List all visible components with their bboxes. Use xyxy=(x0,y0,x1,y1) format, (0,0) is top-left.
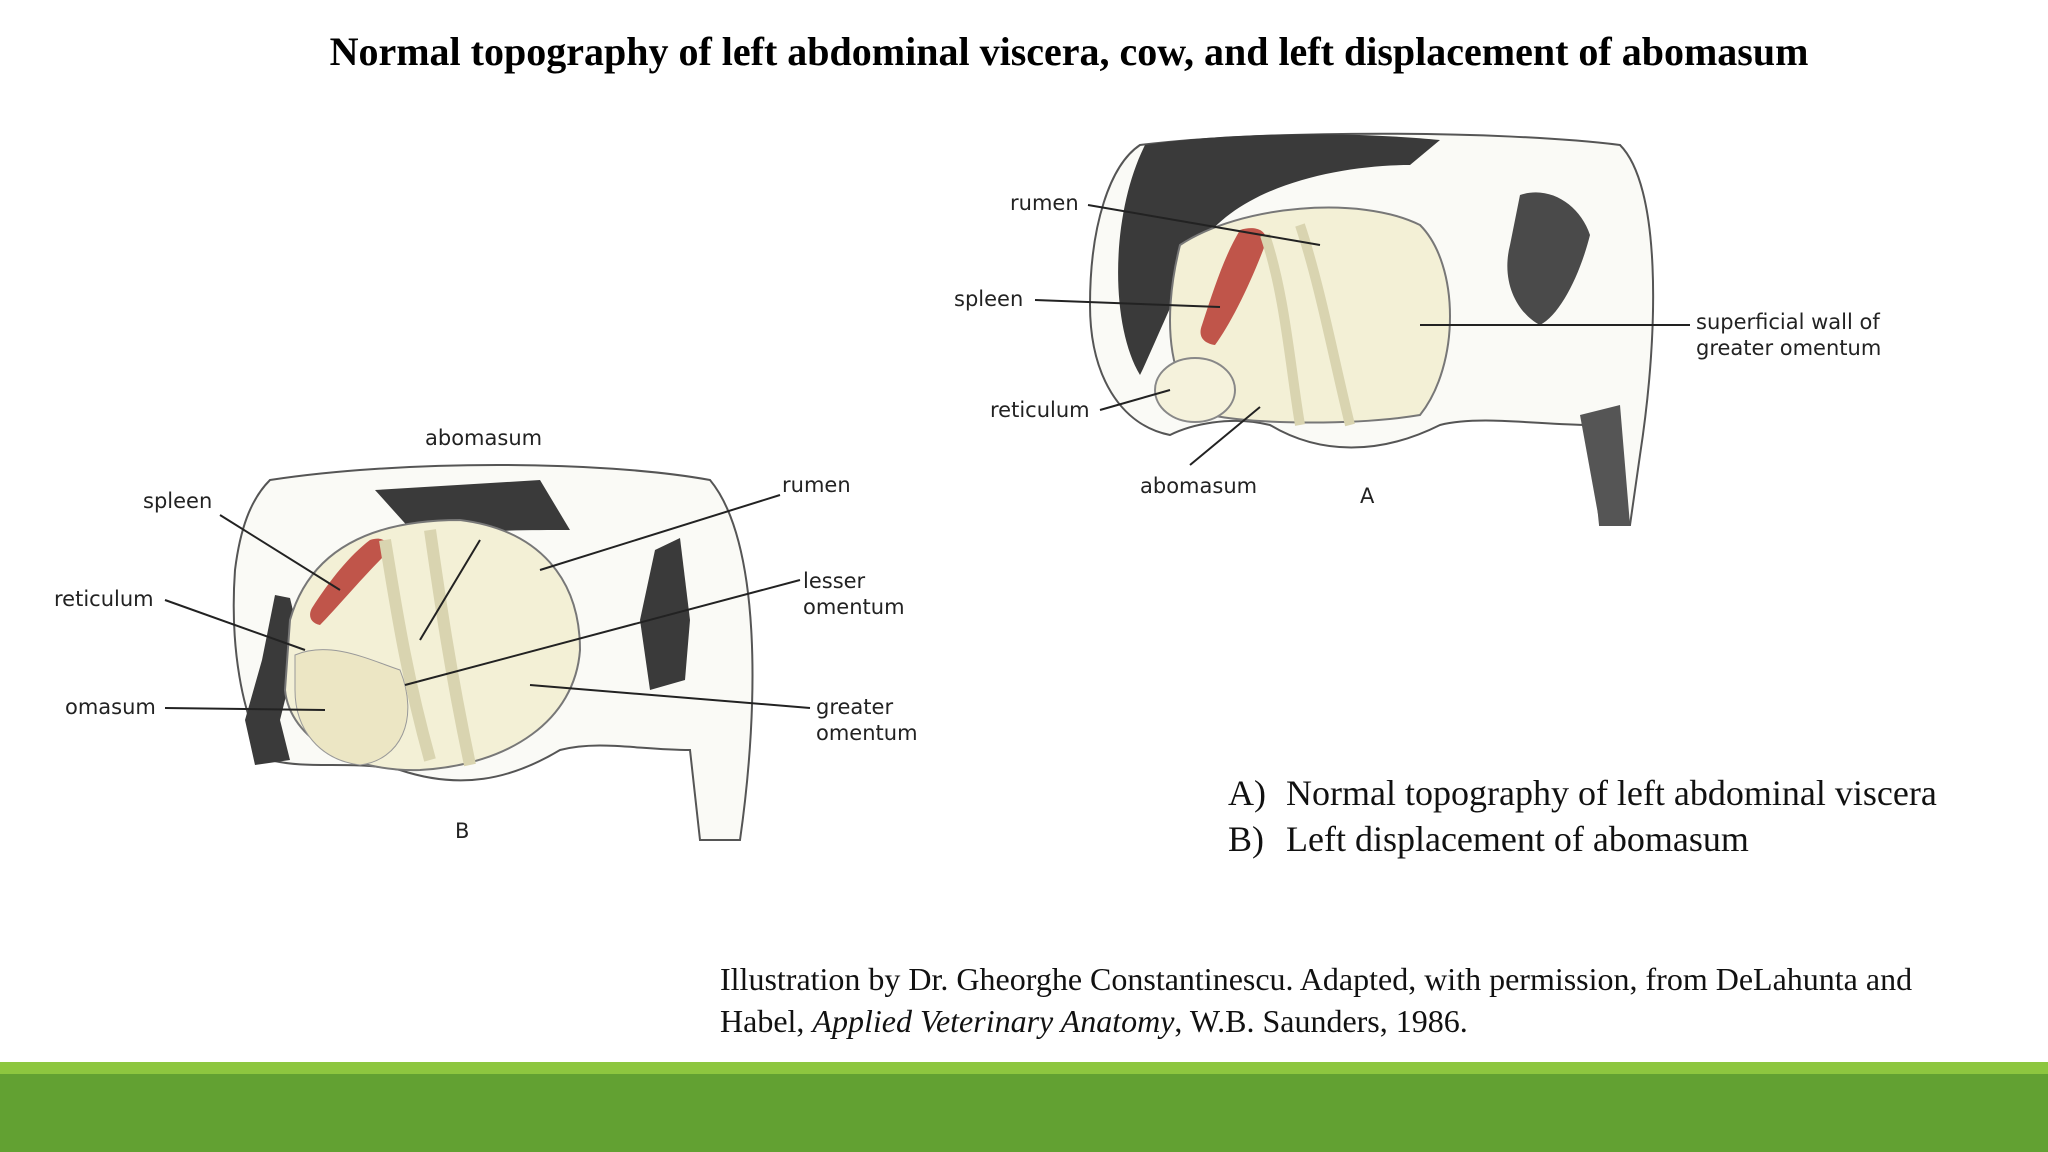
leader-line-abomasum xyxy=(1189,406,1261,466)
figure-a-illustration: rumen spleen reticulum abomasum superfic… xyxy=(954,132,1881,526)
label-greater-omentum-line2: omentum xyxy=(816,721,918,745)
leader-line-lesser-omentum xyxy=(404,579,801,686)
illustration-credit: Illustration by Dr. Gheorghe Constantine… xyxy=(720,958,2020,1042)
label-superficial-wall-line1: superficial wall of xyxy=(1696,310,1880,334)
omental-band xyxy=(379,539,436,762)
legend-text: Normal topography of left abdominal visc… xyxy=(1286,773,1937,813)
dark-hide-left xyxy=(245,595,300,765)
dark-hide-right xyxy=(640,538,690,690)
legend-key: B) xyxy=(1228,819,1264,859)
credit-prefix: Habel, xyxy=(720,1003,813,1039)
credit-line-1: Illustration by Dr. Gheorghe Constantine… xyxy=(720,961,1913,997)
label-rumen: rumen xyxy=(782,473,851,497)
label-greater-omentum-line1: greater xyxy=(816,695,893,719)
label-reticulum: reticulum xyxy=(990,398,1090,422)
leader-line-rumen xyxy=(1087,204,1321,246)
figure-legend: A) Normal topography of left abdominal v… xyxy=(1228,770,1937,862)
leader-line-abomasum xyxy=(419,539,481,641)
hind-leg-patch xyxy=(1580,405,1630,525)
omasum-region xyxy=(294,649,409,766)
credit-line-2: Habel, Applied Veterinary Anatomy, W.B. … xyxy=(720,1000,2020,1042)
slide-title: Normal topography of left abdominal visc… xyxy=(329,29,1809,74)
panel-letter-a: A xyxy=(1360,484,1375,508)
leader-line-rumen xyxy=(539,494,781,571)
omental-band xyxy=(1295,223,1355,427)
label-spleen: spleen xyxy=(954,287,1023,311)
figure-a-normal-topography: rumen spleen reticulum abomasum superfic… xyxy=(940,125,1940,545)
credit-book-title: Applied Veterinary Anatomy xyxy=(812,1003,1175,1039)
omental-band xyxy=(424,529,476,767)
label-spleen: spleen xyxy=(143,489,212,513)
omental-band xyxy=(1260,233,1305,426)
leader-line-spleen xyxy=(219,514,341,591)
spleen-shape xyxy=(310,538,388,625)
dark-hide-patch xyxy=(1118,134,1440,375)
label-superficial-wall-line2: greater omentum xyxy=(1696,336,1881,360)
panel-letter-b: B xyxy=(455,819,469,843)
figure-b-left-displacement: abomasum spleen rumen reticulum lesser o… xyxy=(40,420,950,860)
leader-line-spleen xyxy=(1034,299,1221,308)
legend-item-a: A) Normal topography of left abdominal v… xyxy=(1228,770,1937,816)
dark-hide-patch-right xyxy=(1507,192,1590,325)
footer-band-light xyxy=(0,1062,2048,1074)
legend-text: Left displacement of abomasum xyxy=(1286,819,1749,859)
leader-line-reticulum xyxy=(164,599,306,651)
spleen-shape xyxy=(1200,228,1266,345)
label-omasum: omasum xyxy=(65,695,156,719)
legend-key: A) xyxy=(1228,773,1266,813)
label-rumen: rumen xyxy=(1010,191,1079,215)
reticulum-shape xyxy=(1154,357,1236,423)
credit-suffix: , W.B. Saunders, 1986. xyxy=(1174,1003,1468,1039)
leader-line-omasum xyxy=(164,707,326,711)
figure-b-illustration: abomasum spleen rumen reticulum lesser o… xyxy=(54,426,918,843)
label-lesser-omentum-line2: omentum xyxy=(803,595,905,619)
footer-band-dark xyxy=(0,1074,2048,1152)
leader-line-reticulum xyxy=(1099,389,1171,411)
label-reticulum: reticulum xyxy=(54,587,154,611)
label-lesser-omentum-line1: lesser xyxy=(803,569,866,593)
label-abomasum: abomasum xyxy=(1140,474,1257,498)
leader-line-greater-omentum xyxy=(529,684,811,709)
label-abomasum: abomasum xyxy=(425,426,542,450)
legend-item-b: B) Left displacement of abomasum xyxy=(1228,816,1937,862)
